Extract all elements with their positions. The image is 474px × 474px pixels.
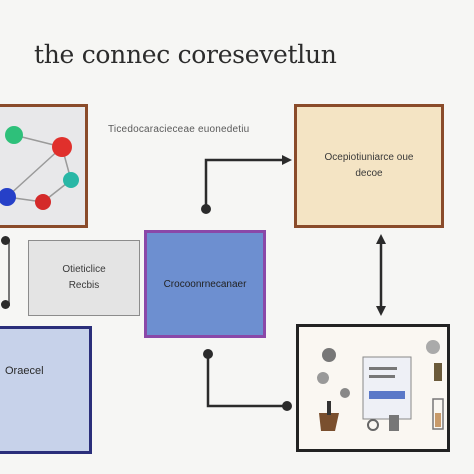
output-box: Ocepiotiuniarce oue decoe xyxy=(294,104,444,228)
connector-vertical-arrow-up xyxy=(376,234,386,244)
connector-vertical-arrow-down xyxy=(376,306,386,316)
output-line-1: Ocepiotiuniarce oue xyxy=(324,152,414,163)
output-line-2: decoe xyxy=(355,168,383,179)
diagram-caption: Ticedocaracieceae euonedetiu xyxy=(108,124,250,135)
network-graph-box xyxy=(0,104,88,228)
tools-box xyxy=(296,324,450,452)
tools-icon xyxy=(317,340,444,431)
center-box: Crocoonrnecanaer xyxy=(144,230,266,338)
connector-bottom-dot-end xyxy=(282,401,292,411)
network-graph-icon xyxy=(0,126,79,210)
small-info-box: Otieticlice Recbis xyxy=(28,240,140,316)
center-box-label: Crocoonrnecanaer xyxy=(163,278,247,290)
connector-top-arrow xyxy=(282,155,292,165)
left-stub-line xyxy=(0,240,10,306)
connector-top-dot xyxy=(201,204,211,214)
small-box-line-2: Recbis xyxy=(68,280,100,291)
left-stub-dot-bottom xyxy=(1,300,10,309)
left-bottom-box-label: Oraecel xyxy=(5,365,44,377)
small-box-line-1: Otieticlice xyxy=(62,264,106,275)
connector-bottom-dot-start xyxy=(203,349,213,359)
left-stub-dot-top xyxy=(1,236,10,245)
left-bottom-box: Oraecel xyxy=(0,326,92,454)
connector-top xyxy=(204,158,284,208)
diagram-title: the connec coresevetlun xyxy=(34,40,337,69)
connector-bottom xyxy=(206,354,286,408)
